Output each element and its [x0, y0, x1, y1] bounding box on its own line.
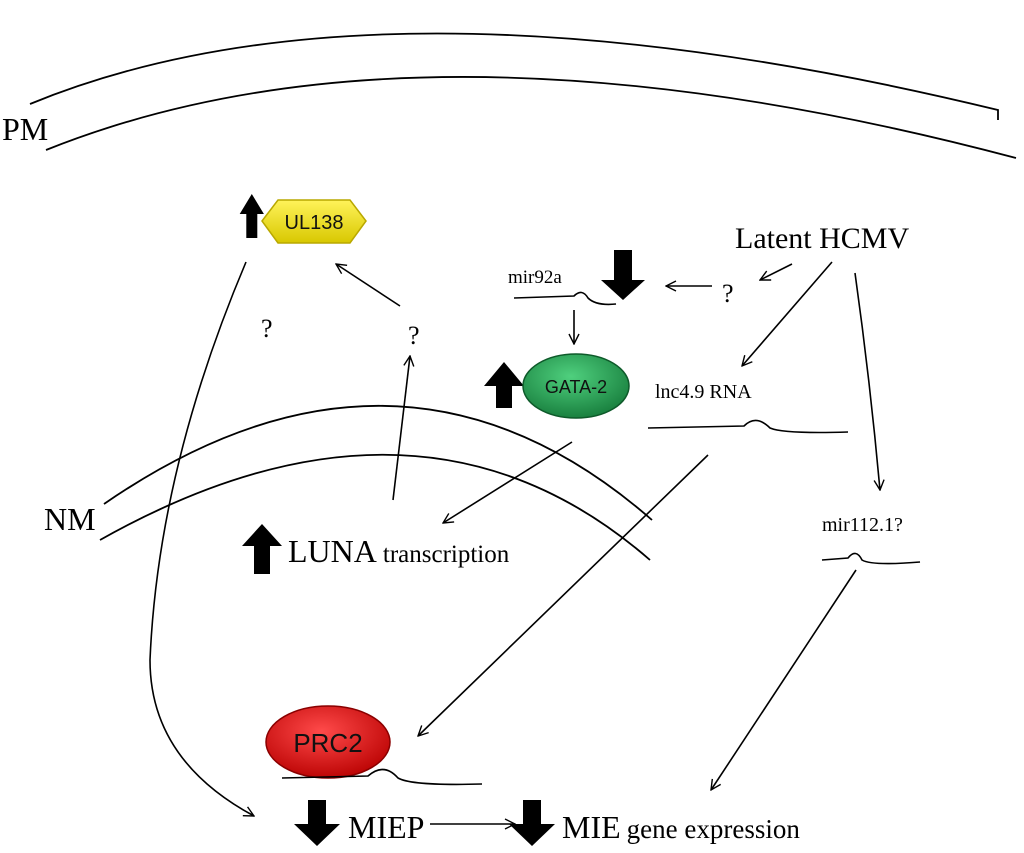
arrow-ul138-to-miep [149, 261, 254, 816]
transcription-label: transcription [383, 541, 510, 568]
question-mark-ul138: ? [261, 314, 273, 343]
mie-down-arrow-icon [509, 800, 555, 846]
arrow-lnc49-to-prc2 [418, 454, 709, 736]
pm-label: PM [2, 111, 48, 147]
question-mark-mir92a: ? [722, 279, 734, 308]
prc2-label: PRC2 [293, 728, 362, 758]
mir112-rna-strand [821, 552, 921, 565]
mir112-label: mir112.1? [822, 514, 903, 536]
nm-label: NM [44, 501, 96, 537]
plasma-membrane [29, 32, 1017, 159]
prc2-node: PRC2 [265, 705, 391, 779]
arrow-hcmv-to-mir112 [854, 272, 880, 490]
mir92a-rna-strand [513, 291, 617, 306]
gata2-node: GATA-2 [522, 353, 630, 419]
luna-label: LUNA [288, 533, 377, 569]
latent-hcmv-label: Latent HCMV [735, 222, 909, 255]
ul138-node: UL138 [261, 199, 367, 244]
nuclear-membrane [99, 405, 653, 561]
mir92a-down-arrow-icon [601, 250, 645, 300]
arrow-gata2-to-luna [443, 441, 573, 523]
gata2-label: GATA-2 [545, 377, 607, 397]
miep-dna-strand [281, 768, 483, 786]
arrow-hcmv-to-lnc49 [742, 261, 833, 366]
luna-up-arrow-icon [242, 524, 282, 574]
miep-down-arrow-icon [294, 800, 340, 846]
gata2-up-arrow-icon [484, 362, 524, 408]
question-mark-luna: ? [408, 321, 420, 350]
ul138-label: UL138 [285, 212, 344, 234]
arrow-luna-to-unknown [392, 356, 410, 501]
arrow-mir112-to-mie [711, 569, 857, 790]
arrow-unknown-to-ul138 [336, 264, 401, 307]
gene-expression-label: gene expression [627, 814, 801, 844]
ul138-up-arrow-icon [239, 194, 264, 238]
lnc49-label: lnc4.9 RNA [655, 381, 752, 403]
arrow-hcmv-to-unknown [760, 263, 793, 281]
miep-label: MIEP [348, 809, 424, 845]
mie-label: MIE [562, 809, 621, 845]
lnc49-rna-strand [647, 419, 849, 434]
mir92a-label: mir92a [508, 267, 562, 288]
